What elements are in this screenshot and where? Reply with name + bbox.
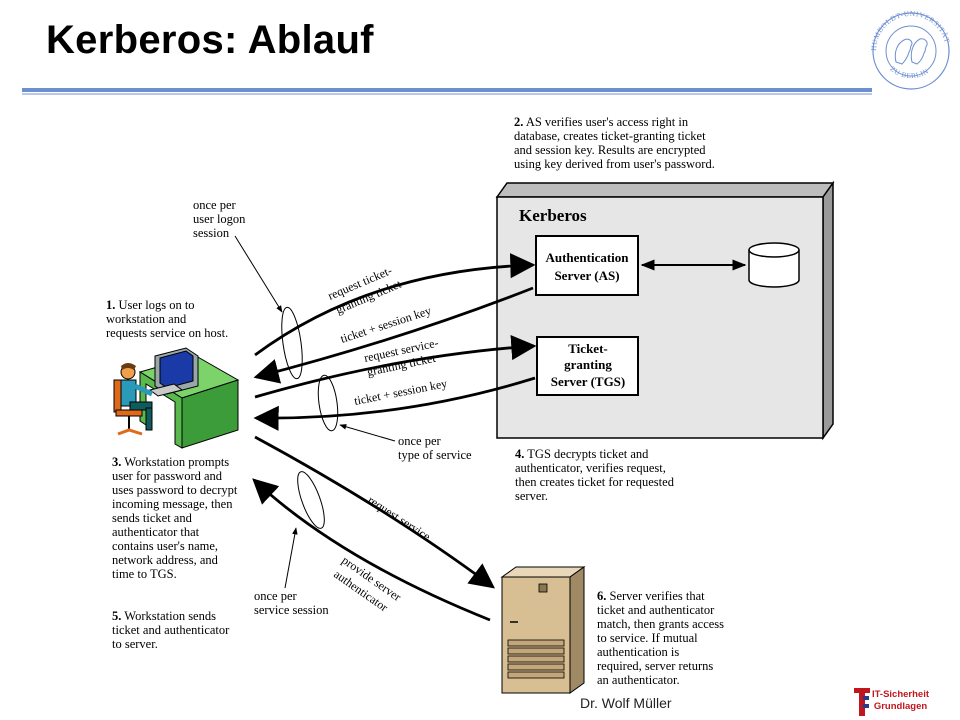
arrow-request-service [254, 435, 496, 589]
step-2-text: 2. AS verifies user's access right in da… [514, 115, 715, 171]
database-icon [748, 242, 800, 288]
arrow-request-sgt [254, 334, 537, 399]
tgs-label-line1: Ticket- [568, 341, 607, 356]
header-rule [22, 88, 872, 92]
tgs-server-box: Ticket- granting Server (TGS) [536, 336, 639, 396]
as-label-line1: Authentication [545, 250, 629, 265]
workstation-icon [113, 347, 240, 449]
pointer-logon [234, 235, 283, 313]
arrow-ticket-session-1 [253, 286, 534, 384]
label-request-service: request service [365, 493, 433, 544]
kerberos-box: Kerberos [495, 180, 835, 441]
step-1-text: 1. User logs on to workstation and reque… [106, 298, 229, 340]
university-seal-logo: HUMBOLDT-UNIVERSITÄT ZU BERLIN [870, 10, 950, 90]
once-per-logon-text: once per user logon session [193, 198, 246, 240]
step-6-text: 6. Server verifies that ticket and authe… [597, 589, 725, 687]
step-4-text: 4. TGS decrypts ticket and authenticator… [515, 447, 674, 503]
kerberos-label: Kerberos [519, 206, 587, 225]
step-3-text: 3. Workstation prompts user for password… [112, 455, 238, 581]
once-per-service-type-text: once per type of service [398, 434, 472, 462]
pointer-service-session [284, 527, 298, 589]
ellipse-logon-session [281, 306, 303, 380]
brand-logo-icon [854, 688, 870, 716]
as-server-box: Authentication Server (AS) [535, 235, 639, 296]
footer-author: Dr. Wolf Müller [580, 695, 672, 711]
tgs-label-line2: granting [564, 357, 612, 372]
tgs-label-line3: Server (TGS) [551, 374, 626, 389]
ellipse-service-type [317, 374, 339, 432]
server-icon [500, 566, 586, 694]
once-per-service-session-text: once per service session [254, 589, 329, 617]
step-5-text: 5. Workstation sends ticket and authenti… [112, 609, 230, 651]
arrow-request-tgt [254, 253, 536, 357]
arrow-ticket-session-2 [253, 376, 536, 431]
header-rule-light [22, 93, 872, 95]
as-label-line2: Server (AS) [554, 268, 619, 283]
arrow-provide-authenticator [252, 478, 491, 622]
ellipse-service-session [297, 471, 325, 529]
page-title: Kerberos: Ablauf [46, 18, 374, 62]
pointer-service-type [339, 424, 396, 442]
